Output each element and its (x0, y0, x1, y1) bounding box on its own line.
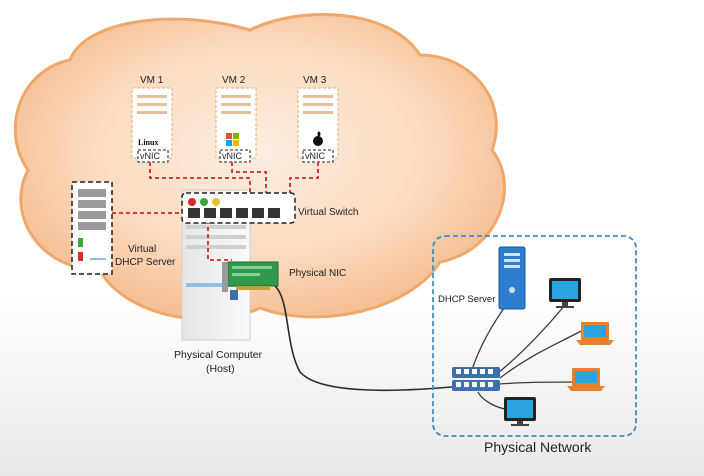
physical-dhcp-label: DHCP Server (438, 294, 495, 305)
vm-1-label: VM 1 (140, 75, 164, 86)
virtual-dhcp-label-line2: DHCP Server (115, 257, 176, 268)
physical-dhcp-server (498, 246, 526, 310)
host-label-line2: (Host) (206, 363, 235, 375)
virtual-dhcp-server (71, 181, 113, 275)
physical-network-boundary (432, 235, 637, 437)
vm-3: vNIC (297, 87, 339, 163)
apple-logo-icon (313, 131, 323, 146)
vm-1-vnic-label: vNIC (140, 151, 161, 161)
desktop-monitor-1 (549, 278, 581, 308)
physical-nic-card (222, 261, 279, 292)
physical-network-label: Physical Network (484, 439, 592, 455)
virtual-switch-label: Virtual Switch (298, 207, 358, 218)
vm-1: Linux vNIC (131, 87, 173, 163)
physical-uplink-cable (274, 285, 463, 392)
laptop-2 (567, 368, 605, 391)
vm-3-label: VM 3 (303, 75, 327, 86)
host-label-line1: Physical Computer (174, 349, 263, 361)
linux-logo-text: Linux (138, 138, 158, 147)
laptop-1 (576, 322, 614, 345)
physical-nic-label: Physical NIC (289, 268, 346, 279)
desktop-monitor-2 (504, 397, 536, 426)
vm-2: vNIC (215, 87, 257, 163)
vm-3-vnic-label: vNIC (305, 151, 326, 161)
vm-2-vnic-label: vNIC (222, 151, 243, 161)
vm-2-label: VM 2 (222, 75, 246, 86)
virtual-dhcp-label-line1: Virtual (128, 244, 156, 255)
physical-network-cables (471, 299, 584, 411)
windows-logo-icon (226, 133, 239, 146)
virtual-switch (181, 192, 296, 224)
physical-network-switch (452, 367, 500, 391)
